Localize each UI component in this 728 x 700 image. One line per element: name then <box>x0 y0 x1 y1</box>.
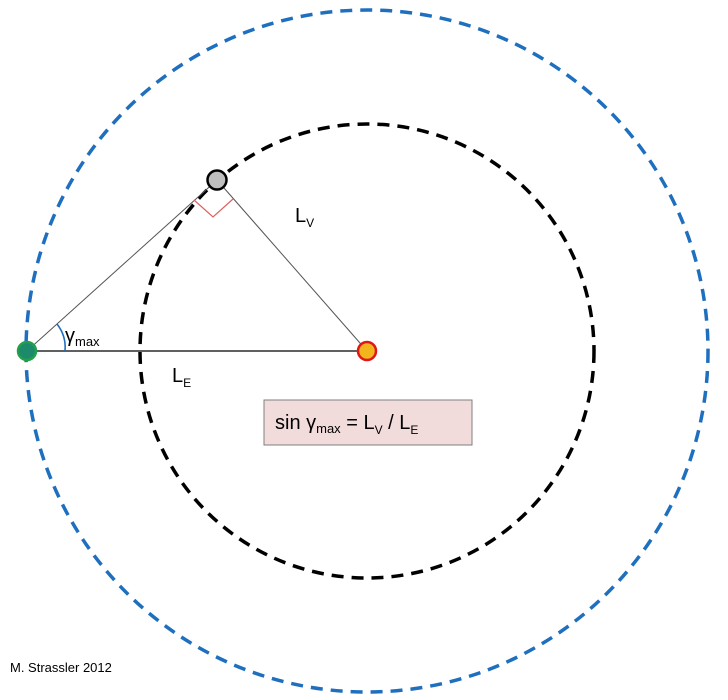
formula-box <box>263 399 473 446</box>
inner-orbit <box>138 122 596 580</box>
formula-text: sin γmax = LV / LE <box>275 412 418 437</box>
angle-arc <box>56 323 66 352</box>
line-earth-venus <box>26 179 218 352</box>
le-label: LE <box>172 365 191 390</box>
venus-dot <box>206 169 228 191</box>
sun-dot <box>356 340 378 362</box>
earth-dot <box>16 340 38 362</box>
right-angle-marker <box>193 198 234 218</box>
line-venus-sun <box>216 179 368 352</box>
lv-label: LV <box>295 205 314 230</box>
credit-text: M. Strassler 2012 <box>10 660 112 675</box>
gamma-max-label: γmax <box>65 325 100 349</box>
